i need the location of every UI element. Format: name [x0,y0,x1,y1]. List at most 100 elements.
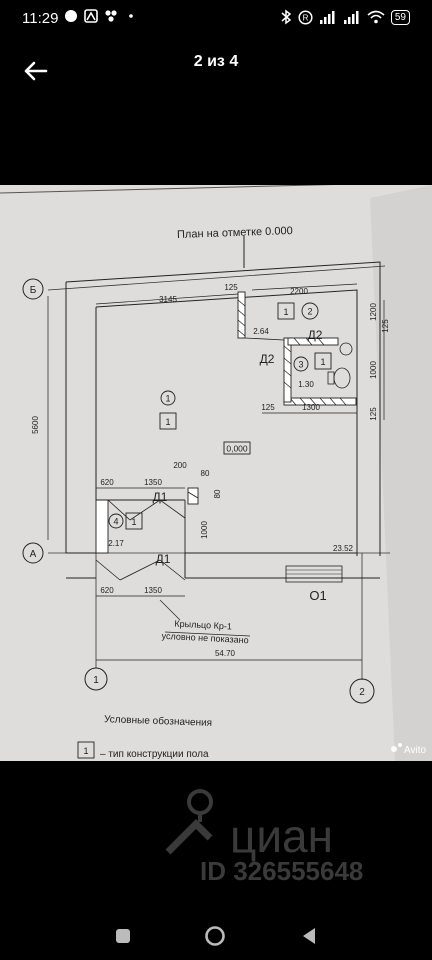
viewer-app-bar: 2 из 4 [0,40,432,100]
svg-text:1: 1 [320,357,325,367]
svg-text:1: 1 [131,517,136,527]
cian-watermark: циан ID 326555648 [0,780,432,890]
legend-row: 1 – тип конструкции пола [77,741,209,760]
status-right-icons: R 59 [280,9,410,25]
dim-3145: 3145 [159,295,177,304]
dim-125-mid: 125 [261,403,275,412]
svg-text:– тип конструкции пола: – тип конструкции пола [100,749,209,760]
room-marker-4: 4 1 [108,512,143,530]
axis-bubble-1: 1 [84,667,108,691]
dimension-lines [95,283,385,661]
dim-125-right2: 125 [369,407,378,421]
dim-2200: 2200 [290,287,308,296]
svg-text:1: 1 [165,417,170,427]
svg-text:1: 1 [93,675,99,686]
porch-note: Крыльцо Кр-1 условно не показано [159,599,251,646]
dim-1350-top: 1350 [144,478,162,487]
paper-background [0,185,432,761]
floor-plan-photo[interactable]: План на отметке 0.000 Б А 1 2 [0,185,432,761]
grid-line-b [47,265,386,291]
toilet [327,367,351,389]
status-time: 11:29 [22,10,59,27]
signal-icon [343,11,359,24]
svg-text:А: А [30,549,37,560]
bathroom-partitions [237,291,357,406]
axis-bubble-b: Б [22,278,44,300]
svg-text:О1: О1 [309,588,326,603]
app-icon [105,10,117,22]
door-label-d2-upper: Д2 [308,328,323,342]
location-pin-icon [187,789,213,822]
square-icon[interactable] [112,925,134,947]
svg-text:1: 1 [283,307,288,317]
bluetooth-icon [281,9,292,25]
cian-brand: циан [230,810,333,862]
axis-bubble-a: А [22,542,44,564]
dim-620-bottom: 620 [100,586,114,595]
paper-shadow [370,185,432,761]
circle-icon[interactable] [204,925,226,947]
dim-80a: 80 [201,469,210,478]
door-d1-lower [95,559,186,581]
dim-1000: 1000 [369,361,378,379]
dim-1200: 1200 [369,303,378,321]
page-counter: 2 из 4 [193,53,239,70]
floor-plan-drawing: План на отметке 0.000 Б А 1 2 [0,185,432,761]
door-label-d1-upper: Д1 [153,490,168,504]
dim-125-top: 125 [224,283,238,292]
dim-23-52: 23.52 [333,544,354,553]
dim-80b: 80 [213,489,222,498]
washbasin [339,342,353,356]
outer-walls [65,261,381,579]
arrow-left-icon[interactable] [20,56,50,86]
more-dots-icon [129,14,133,18]
signal-icon [319,11,335,24]
dim-2-17: 2.17 [108,539,124,548]
svg-text:Б: Б [30,285,37,296]
room-marker-3: 3 1 [293,352,332,372]
status-left-icons [64,9,138,23]
battery-icon: 59 [390,9,410,25]
small-room-walls [95,487,199,554]
dim-5600: 5600 [31,416,40,434]
room-marker-2: 1 2 [277,302,319,320]
dim-125-right: 125 [381,319,390,333]
paper-edge [0,185,334,194]
legend-title: Условные обозначения [104,713,212,729]
system-nav-bar [0,910,432,960]
door-label-d1-lower: Д1 [156,552,171,566]
dim-620-top: 620 [100,478,114,487]
window-o1: О1 [285,565,343,603]
dim-1-30: 1.30 [298,380,314,389]
svg-text:2: 2 [359,687,365,698]
wifi-icon [367,10,385,24]
door-label-d2-lower: Д2 [260,352,275,366]
svg-text:Крыльцо Кр-1: Крыльцо Кр-1 [174,619,232,632]
svg-text:условно не показано: условно не показано [161,631,248,646]
alarm-icon: R [298,9,313,25]
app-icon [84,9,98,23]
dim-2-64: 2.64 [253,327,269,336]
axis-bubble-2: 2 [349,678,375,704]
plan-title: План на отметке 0.000 [177,225,293,241]
avito-watermark: Avito [391,743,426,756]
level-mark: 0,000 [223,441,251,455]
house-roof-icon [165,819,213,855]
dim-200: 200 [173,461,187,470]
svg-text:1: 1 [165,394,170,404]
dim-1000-mid: 1000 [200,521,209,539]
dim-1300: 1300 [302,403,320,412]
svg-text:0,000: 0,000 [226,444,248,454]
dim-54-70: 54.70 [215,649,236,658]
svg-text:3: 3 [298,360,303,370]
svg-text:2: 2 [307,307,312,317]
triangle-back-icon[interactable] [298,925,320,947]
dim-1350-bottom: 1350 [144,586,162,595]
room-marker-1: 1 1 [159,390,177,430]
svg-text:Avito: Avito [404,745,426,756]
svg-text:R: R [302,13,308,22]
svg-text:1: 1 [83,746,88,756]
notification-icon [65,10,77,22]
status-bar: 11:29 R 59 [0,0,432,40]
cian-id: ID 326555648 [200,856,363,886]
